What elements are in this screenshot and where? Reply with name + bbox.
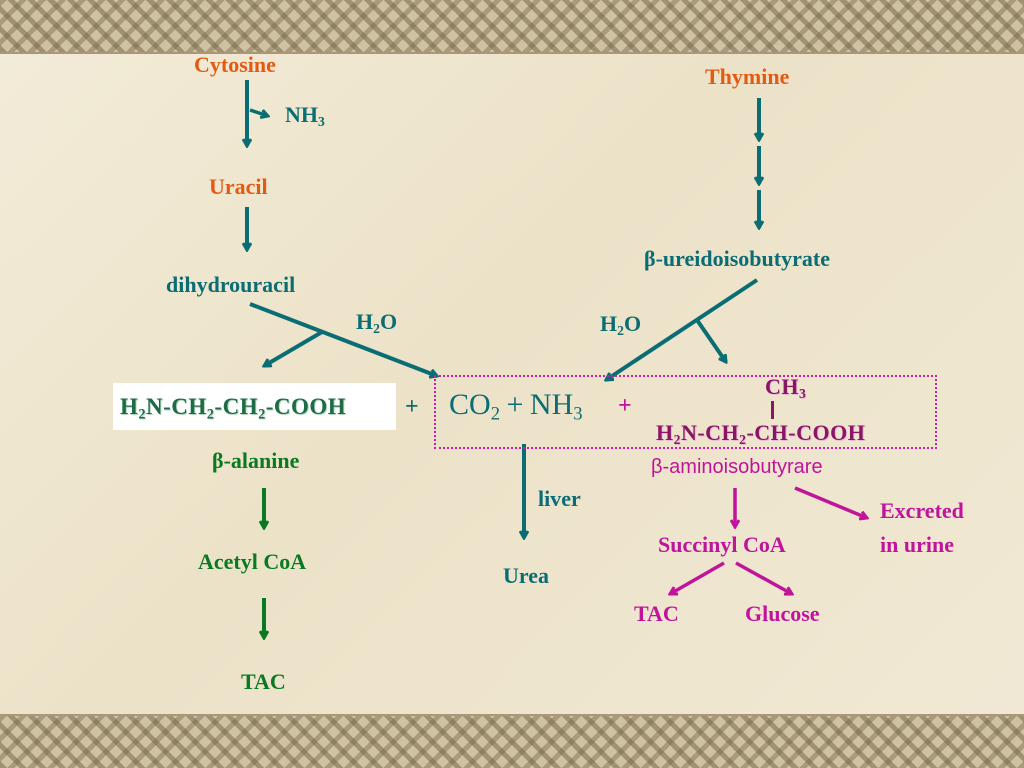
products-dashed-box	[434, 375, 937, 449]
h2o-right-label: H2O	[600, 311, 642, 339]
excreted-label-line2: in urine	[880, 532, 954, 557]
tac-right-label: TAC	[634, 601, 679, 626]
arrow-succinyl-glucose	[735, 561, 792, 594]
plus-left: +	[405, 394, 419, 420]
h2o-left-label: H2O	[356, 309, 398, 337]
co2-nh3-products: CO2 + NH3	[449, 388, 583, 425]
arrow-nh3-release	[249, 108, 268, 116]
arrow-aminoiso-excreted	[794, 486, 867, 518]
arrow-dihydrouracil-co2	[249, 302, 437, 376]
beta-alanine-formula: H2N-CH2-CH2-COOH	[120, 394, 347, 423]
border-line-top	[0, 52, 1024, 54]
beta-alanine-label: β-alanine	[212, 448, 300, 473]
excreted-label-line1: Excreted	[880, 498, 964, 523]
decorative-border-top	[0, 0, 1024, 52]
aminoisobutyrate-formula: H2N-CH2-CH-COOH	[656, 420, 866, 448]
border-line-bottom	[0, 714, 1024, 716]
beta-alanine-formula-box	[113, 383, 396, 430]
liver-label: liver	[538, 486, 581, 511]
ureidoisobutyrate-label: β-ureidoisobutyrate	[644, 246, 830, 271]
tac-left-label: TAC	[241, 669, 286, 694]
cytosine-label: Cytosine	[194, 52, 276, 77]
arrow-succinyl-tac	[670, 561, 725, 596]
plus-right: +	[618, 393, 632, 419]
decorative-border-bottom	[0, 716, 1024, 768]
arrow-ureido-nh3	[606, 278, 759, 380]
glucose-label: Glucose	[745, 601, 820, 626]
nh3-label: NH3	[285, 102, 325, 130]
urea-label: Urea	[503, 563, 550, 588]
ch3-bond	[771, 401, 774, 419]
acetyl-coa-label: Acetyl CoA	[198, 549, 307, 574]
aminoisobutyrate-label: β-aminoisobutyrare	[651, 456, 823, 478]
dihydrouracil-label: dihydrouracil	[166, 272, 296, 297]
ch3-group: CH3	[765, 374, 807, 402]
arrow-dihydrouracil-alanine	[264, 330, 324, 368]
succinyl-coa-label: Succinyl CoA	[658, 532, 786, 557]
uracil-label: Uracil	[209, 174, 268, 199]
thymine-label: Thymine	[705, 64, 790, 89]
arrow-ureido-aminoisobutyrate	[695, 318, 726, 362]
